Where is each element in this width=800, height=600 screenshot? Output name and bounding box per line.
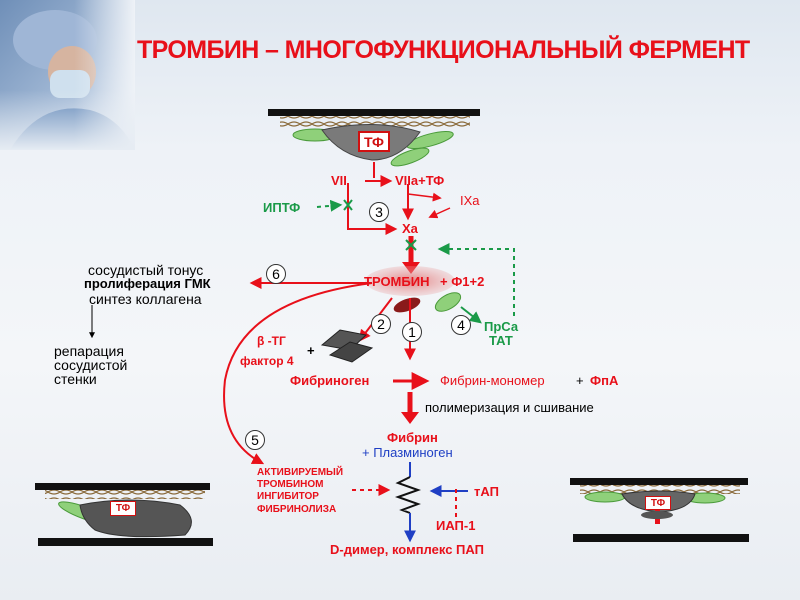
bottom-left-clot: [35, 483, 213, 546]
thrombin-to-tafi-arrow: [223, 282, 373, 465]
monomer-label: Фибрин-мономер: [440, 373, 545, 388]
badge-4: 4: [451, 315, 471, 335]
iptf-label: ИПТФ: [263, 200, 301, 215]
badge-5: 5: [245, 430, 265, 450]
fibrin-label: Фибрин: [387, 430, 438, 445]
tafi-label-1: АКТИВИРУЕМЫЙ: [257, 467, 344, 478]
page-title: ТРОМБИН – МНОГОФУНКЦИОНАЛЬНЫЙ ФЕРМЕНТ: [137, 36, 750, 64]
factor-ixa-label: IXa: [460, 193, 480, 208]
bottom-right-clot: [570, 478, 749, 542]
f12-label: + Ф1+2: [440, 274, 485, 289]
badge-3: 3: [369, 202, 389, 222]
viia-to-ixa-arrow: [407, 192, 442, 202]
vascular-tone-label: сосудистый тонус: [88, 262, 204, 278]
badge-1: 1: [402, 322, 422, 342]
tafi-label-4: ФИБРИНОЛИЗА: [257, 504, 337, 515]
btg-label: β -ТГ: [257, 334, 286, 348]
prca-label: ПрСа: [484, 319, 519, 334]
factor4-label: фактор 4: [240, 354, 294, 368]
pai-label: ИАП-1: [436, 518, 476, 533]
fpa-label: ФпА: [590, 373, 619, 388]
ixa-to-xa-arrow: [428, 207, 451, 219]
ddimer-label: D-димер, комплекс ПАП: [330, 542, 484, 557]
prca-feedback-arrow: [437, 243, 515, 316]
prca-block-x: [405, 239, 417, 251]
monomer-plus: +: [576, 373, 584, 388]
surgeon-photo: [0, 0, 135, 150]
factor-xa-label: Xa: [402, 221, 418, 236]
badge-6: 6: [266, 264, 286, 284]
tf-box-bottom-left: ТФ: [110, 501, 136, 516]
tf-box: ТФ: [358, 131, 390, 152]
fibrinolysis-spring: [394, 476, 422, 514]
repair-label-1: репарация: [54, 343, 124, 359]
polymerization-label: полимеризация и сшивание: [425, 400, 594, 415]
thrombin-to-prca-arrow: [460, 306, 482, 324]
repair-label-3: стенки: [54, 371, 97, 387]
thrombin-glow: [365, 266, 455, 296]
badge-2: 2: [371, 314, 391, 334]
factor-viia-tf-label: VIIa+ТФ: [395, 173, 445, 188]
thrombin-label: ТРОМБИН: [364, 274, 430, 289]
tpa-label: тАП: [474, 484, 499, 499]
iptf-inhibition-arrow: [316, 199, 343, 212]
proliferation-label: пролиферация ГМК: [84, 276, 211, 291]
fibrinogen-label: Фибриноген: [290, 373, 370, 388]
collagen-label: синтез коллагена: [89, 291, 202, 307]
plasminogen-label: + Плазминоген: [362, 445, 453, 460]
iptf-block-x: [343, 199, 353, 211]
tf-box-bottom-right: ТФ: [645, 496, 671, 510]
tat-label: ТАТ: [489, 333, 513, 348]
platelets-illustration: [320, 329, 374, 363]
vii-to-xa-arrow: [347, 183, 398, 235]
factor-vii-label: VII: [331, 173, 347, 188]
repair-label-2: сосудистой: [54, 357, 128, 373]
platelet-plus: +: [307, 343, 315, 358]
tafi-label-3: ИНГИБИТОР: [257, 491, 319, 502]
tafi-label-2: ТРОМБИНОМ: [257, 479, 324, 490]
